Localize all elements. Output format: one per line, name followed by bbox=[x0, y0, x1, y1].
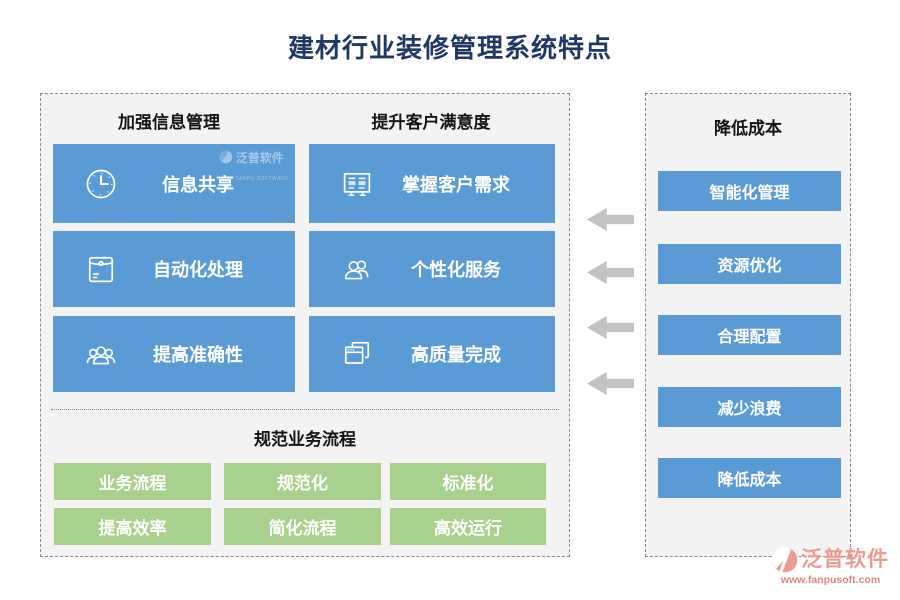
two-people-icon bbox=[339, 251, 375, 287]
feature-box-info-sharing: 信息共享 泛普软件 FANPU SOFTWARE bbox=[53, 144, 295, 223]
feature-box-accuracy: 提高准确性 bbox=[53, 316, 295, 392]
feature-label: 自动化处理 bbox=[153, 260, 243, 280]
cost-box-reduce-waste: 减少浪费 bbox=[658, 387, 841, 427]
cost-box-resource-optimization: 资源优化 bbox=[658, 244, 841, 284]
section-header-cost-reduction: 降低成本 bbox=[714, 119, 782, 138]
fanpu-logo-url: www.fanpusoft.com bbox=[780, 574, 881, 586]
stacked-windows-icon bbox=[339, 336, 375, 372]
section-header-customer-satisfaction: 提升客户满意度 bbox=[371, 113, 491, 132]
cost-box-intelligent-management: 智能化管理 bbox=[658, 171, 841, 211]
process-box-simplify: 简化流程 bbox=[224, 508, 381, 545]
process-box-business-flow: 业务流程 bbox=[54, 463, 211, 500]
feature-label: 掌握客户需求 bbox=[402, 174, 510, 195]
fanpu-watermark: 泛普软件 FANPU SOFTWARE bbox=[219, 149, 289, 185]
section-header-info-management: 加强信息管理 bbox=[118, 113, 220, 132]
clock-icon bbox=[83, 166, 119, 202]
feature-box-personalized-service: 个性化服务 bbox=[309, 231, 555, 307]
process-box-efficient-operation: 高效运行 bbox=[390, 508, 546, 545]
left-arrow-icon bbox=[587, 316, 634, 339]
people-group-icon bbox=[83, 336, 119, 372]
dotted-divider bbox=[51, 409, 559, 410]
features-panel: 加强信息管理 提升客户满意度 信息共享 泛普软件 FANPU SOFTWAR bbox=[40, 93, 570, 557]
cost-box-reasonable-allocation: 合理配置 bbox=[658, 315, 841, 355]
cost-box-lower-cost: 降低成本 bbox=[658, 458, 841, 498]
process-box-standardization: 标准化 bbox=[390, 463, 546, 500]
fanpu-logo-icon bbox=[772, 547, 798, 573]
feature-box-automation: 自动化处理 bbox=[53, 231, 295, 307]
board-list-icon bbox=[339, 166, 375, 202]
fanpu-logo: 泛普软件 www.fanpusoft.com bbox=[768, 547, 893, 586]
feature-label: 提高准确性 bbox=[153, 345, 243, 365]
envelope-icon bbox=[83, 251, 119, 287]
watermark-subtext: FANPU SOFTWARE bbox=[235, 176, 289, 182]
fanpu-logo-text: 泛普软件 bbox=[801, 548, 889, 571]
left-arrow-icon bbox=[587, 208, 634, 231]
watermark-text: 泛普软件 bbox=[235, 151, 284, 165]
left-arrow-icon bbox=[587, 372, 634, 395]
page-title: 建材行业装修管理系统特点 bbox=[287, 33, 612, 63]
feature-label: 高质量完成 bbox=[411, 345, 501, 365]
feature-label: 信息共享 bbox=[162, 174, 234, 195]
process-box-efficiency: 提高效率 bbox=[54, 508, 211, 545]
feature-box-customer-needs: 掌握客户需求 bbox=[309, 144, 555, 223]
cost-reduction-panel: 降低成本 智能化管理 资源优化 合理配置 减少浪费 降低成本 bbox=[645, 93, 851, 557]
feature-label: 个性化服务 bbox=[411, 260, 501, 280]
section-header-process: 规范业务流程 bbox=[254, 430, 356, 449]
left-arrow-icon bbox=[587, 261, 634, 284]
feature-box-quality-completion: 高质量完成 bbox=[309, 316, 555, 392]
process-box-standardize: 规范化 bbox=[224, 463, 381, 500]
